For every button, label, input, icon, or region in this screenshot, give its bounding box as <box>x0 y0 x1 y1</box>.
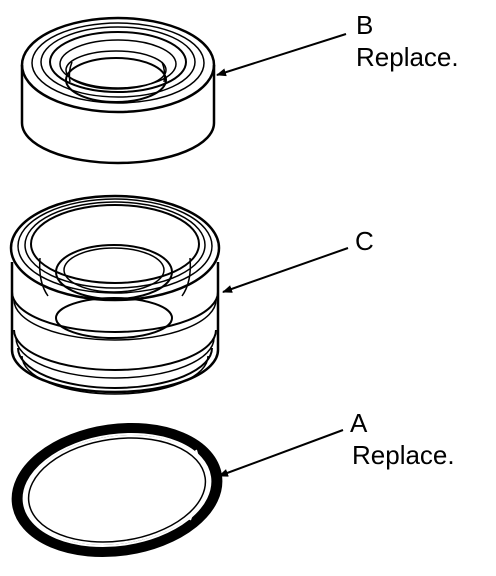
callout-b-note: Replace. <box>356 42 459 72</box>
leader-arrow-a <box>218 429 344 477</box>
callout-c: C <box>222 226 374 293</box>
callout-a-note: Replace. <box>352 440 455 470</box>
leader-arrow-c <box>222 247 349 293</box>
part-c-sleeve <box>9 194 221 395</box>
part-a-o-ring <box>11 422 223 558</box>
callout-b-letter: B <box>356 10 373 40</box>
part-b-bushing <box>20 16 216 165</box>
callout-a-letter: A <box>350 408 368 438</box>
callout-b: B Replace. <box>216 10 459 77</box>
leader-arrow-b <box>216 33 347 77</box>
callout-a: A Replace. <box>218 408 455 477</box>
callout-c-letter: C <box>355 226 374 256</box>
